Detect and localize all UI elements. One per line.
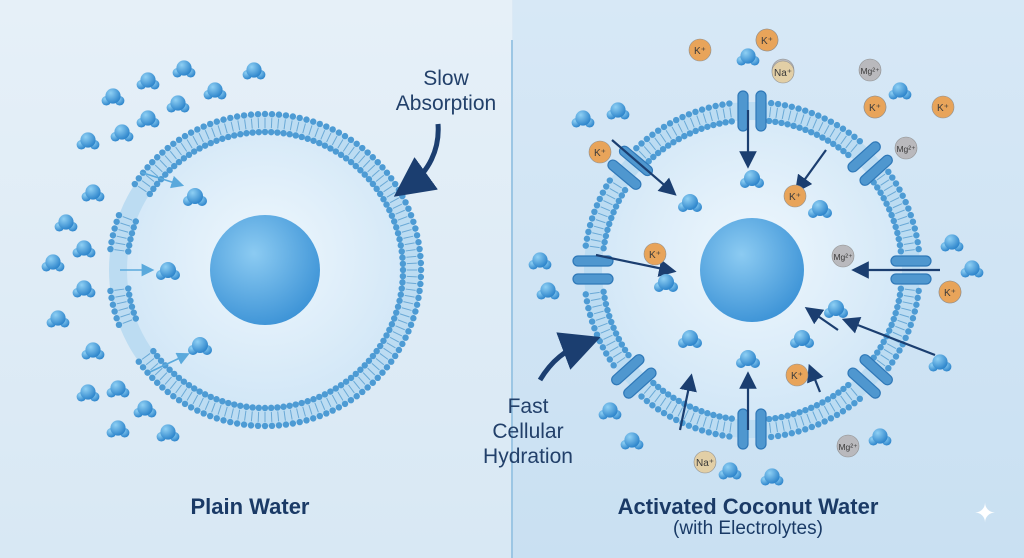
water-molecule-icon (76, 132, 100, 150)
svg-text:K⁺: K⁺ (649, 250, 661, 261)
water-molecule-icon (72, 240, 96, 258)
protein-channel (611, 354, 657, 399)
water-molecule-icon (824, 300, 848, 318)
potassium-ion-icon: K⁺ (755, 28, 779, 52)
protein-channel (847, 141, 893, 186)
svg-text:Na⁺: Na⁺ (696, 458, 714, 469)
water-molecule-icon (760, 468, 784, 486)
water-molecule-icon (54, 214, 78, 232)
potassium-ion-icon: K⁺ (688, 38, 712, 62)
water-molecule-icon (571, 110, 595, 128)
water-molecule-icon (106, 420, 130, 438)
water-molecule-icon (678, 194, 702, 212)
water-molecule-icon (620, 432, 644, 450)
coconut-water-subtitle: (with Electrolytes) (673, 518, 823, 539)
water-molecule-icon (166, 95, 190, 113)
potassium-ion-icon: K⁺ (785, 363, 809, 387)
water-molecule-icon (598, 402, 622, 420)
svg-text:Na⁺: Na⁺ (774, 68, 792, 79)
water-molecule-icon (528, 252, 552, 270)
magnesium-ion-icon: Mg²⁺ (894, 136, 918, 160)
magnesium-ion-icon: Mg²⁺ (831, 244, 855, 268)
water-molecule-icon (136, 72, 160, 90)
water-molecule-icon (106, 380, 130, 398)
magnesium-ion-icon: Mg²⁺ (836, 434, 860, 458)
water-molecule-icon (81, 184, 105, 202)
water-molecule-icon (736, 350, 760, 368)
potassium-ion-icon: K⁺ (938, 280, 962, 304)
potassium-ion-icon: K⁺ (931, 95, 955, 119)
protein-channel (572, 255, 614, 285)
callout-arrows (393, 123, 601, 382)
water-molecule-icon (41, 254, 65, 272)
water-molecule-icon (110, 124, 134, 142)
water-molecule-icon (678, 330, 702, 348)
svg-text:K⁺: K⁺ (869, 103, 881, 114)
water-molecule-icon (960, 260, 984, 278)
coconut-water-title: Activated Coconut Water (617, 494, 879, 519)
water-molecule-icon (536, 282, 560, 300)
water-molecule-icon (81, 342, 105, 360)
svg-text:K⁺: K⁺ (791, 371, 803, 382)
plain-water-title: Plain Water (190, 494, 310, 519)
svg-text:Mg²⁺: Mg²⁺ (838, 442, 858, 452)
plain-water-cell (41, 60, 425, 442)
potassium-ion-icon: K⁺ (643, 242, 667, 266)
protein-channel (847, 354, 893, 399)
water-molecule-icon (183, 188, 207, 206)
svg-text:K⁺: K⁺ (594, 148, 606, 159)
water-molecule-icon (790, 330, 814, 348)
svg-text:K⁺: K⁺ (789, 192, 801, 203)
water-molecule-icon (156, 424, 180, 442)
water-molecule-icon (606, 102, 630, 120)
water-molecule-icon (940, 234, 964, 252)
water-molecule-icon (136, 110, 160, 128)
water-molecule-icon (76, 384, 100, 402)
svg-text:K⁺: K⁺ (944, 288, 956, 299)
sparkle-icon: ✦ (974, 498, 996, 528)
water-molecule-icon (156, 262, 180, 280)
potassium-ion-icon: K⁺ (863, 95, 887, 119)
potassium-ion-icon: K⁺ (783, 184, 807, 208)
protein-channel (890, 255, 932, 285)
protein-channel (737, 90, 767, 132)
svg-text:Mg²⁺: Mg²⁺ (896, 144, 916, 154)
water-molecule-icon (172, 60, 196, 78)
water-molecule-icon (72, 280, 96, 298)
water-molecule-icon (242, 62, 266, 80)
sodium-ion-icon: Na⁺ (771, 60, 795, 84)
water-molecule-icon (46, 310, 70, 328)
slow-absorption-arrow (393, 123, 441, 197)
svg-text:K⁺: K⁺ (761, 36, 773, 47)
fast-hydration-arrow (537, 332, 601, 382)
potassium-ion-icon: K⁺ (588, 140, 612, 164)
svg-text:Mg²⁺: Mg²⁺ (833, 252, 853, 262)
svg-text:K⁺: K⁺ (694, 46, 706, 57)
water-molecule-icon (736, 48, 760, 66)
water-molecule-icon (868, 428, 892, 446)
water-molecule-icon (928, 354, 952, 372)
water-molecule-icon (188, 337, 212, 355)
fast-hydration-label: Fast Cellular Hydration (483, 395, 573, 468)
water-molecule-icon (808, 200, 832, 218)
svg-text:K⁺: K⁺ (937, 103, 949, 114)
svg-text:Mg²⁺: Mg²⁺ (860, 66, 880, 76)
water-molecule-icon (203, 82, 227, 100)
magnesium-ion-icon: Mg²⁺ (858, 58, 882, 82)
sodium-ion-icon: Na⁺ (693, 450, 717, 474)
water-molecule-icon (133, 400, 157, 418)
coconut-water-cell: K⁺K⁺Mg²⁺K⁺K⁺Mg²⁺Mg²⁺Mg²⁺Mg²⁺K⁺Mg²⁺K⁺Mg²⁺… (528, 28, 984, 486)
water-molecule-icon (101, 88, 125, 106)
panel-divider (511, 40, 513, 558)
slow-absorption-label: Slow Absorption (395, 67, 497, 115)
water-molecule-icon (888, 82, 912, 100)
water-molecule-icon (718, 462, 742, 480)
water-molecule-icon (740, 170, 764, 188)
water-molecule-icon (654, 274, 678, 292)
